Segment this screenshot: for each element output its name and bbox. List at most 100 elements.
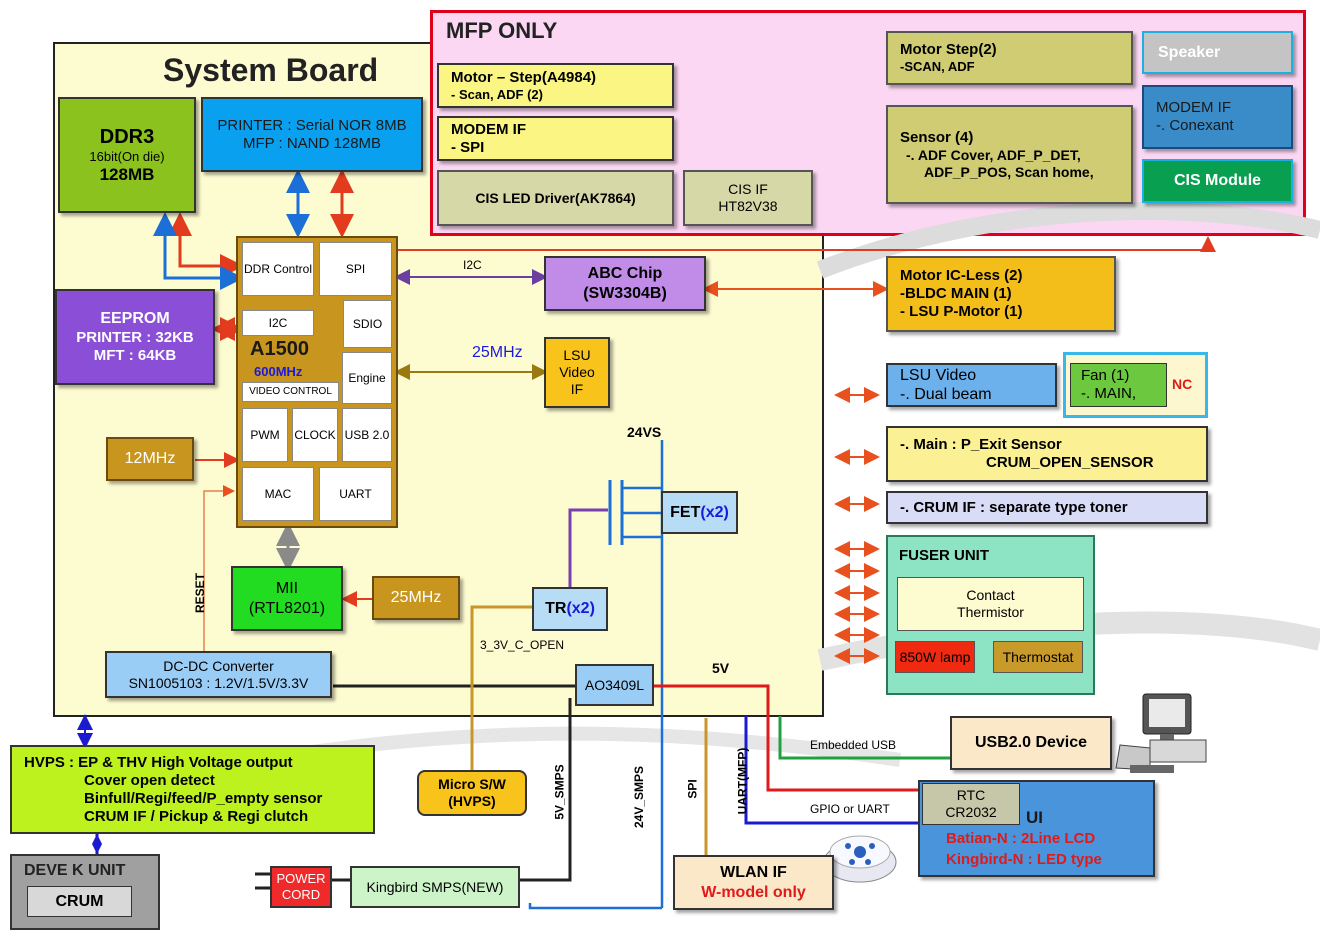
vs24-label: 24VS xyxy=(627,424,662,440)
soc-ddr-control: DDR Control xyxy=(242,242,314,296)
soc-spi: SPI xyxy=(319,242,392,296)
wlan-sub: W-model only xyxy=(701,883,806,901)
wlan-title: WLAN IF xyxy=(720,864,787,882)
soc-sdio: SDIO xyxy=(343,300,392,348)
mfp-sensor-line3: ADF_P_POS, Scan home, xyxy=(924,163,1094,180)
flash-block: PRINTER : Serial NOR 8MB MFP : NAND 128M… xyxy=(201,97,423,172)
mfp-modem-r-sub: -. Conexant xyxy=(1156,117,1234,134)
power-cord-line2: CORD xyxy=(281,887,321,902)
rtc-part: CR2032 xyxy=(945,804,997,820)
flash-printer: PRINTER : Serial NOR 8MB xyxy=(217,116,407,134)
mfp-modem-if-conexant: MODEM IF -. Conexant xyxy=(1142,85,1293,149)
hvps-block: HVPS : EP & THV High Voltage output Cove… xyxy=(10,745,375,834)
mfp-sensor-title: Sensor (4) xyxy=(900,128,974,146)
ui-batian: Batian-N : 2Line LCD xyxy=(946,830,1096,847)
mfp-speaker: Speaker xyxy=(1142,31,1293,74)
mfp-motor-step: Motor – Step(A4984) - Scan, ADF (2) xyxy=(437,63,674,108)
thermistor-line2: Thermistor xyxy=(957,604,1024,620)
hvps-line4: CRUM IF / Pickup & Regi clutch xyxy=(84,807,309,825)
rtc-block: RTC CR2032 xyxy=(922,783,1020,825)
mfp-motor-step2-sub: -SCAN, ADF xyxy=(900,59,975,75)
wlan-if: WLAN IF W-model only xyxy=(673,855,834,910)
main-sensor-block: -. Main : P_Exit Sensor CRUM_OPEN_SENSOR xyxy=(886,426,1208,482)
hvps-line3: Binfull/Regi/feed/P_empty sensor xyxy=(84,789,323,807)
contact-thermistor: Contact Thermistor xyxy=(897,577,1084,631)
soc-frequency: 600MHz xyxy=(254,364,303,379)
mii-label: MII xyxy=(275,580,299,598)
mii-clock-25mhz: 25MHz xyxy=(372,576,460,620)
thermistor-line1: Contact xyxy=(966,587,1015,604)
dcdc-label: DC-DC Converter xyxy=(163,657,274,674)
mfp-sensor: Sensor (4) -. ADF Cover, ADF_P_DET, ADF_… xyxy=(886,105,1133,204)
mfp-motor-step-2: Motor Step(2) -SCAN, ADF xyxy=(886,31,1133,85)
tr-block: TR(x2) xyxy=(532,587,608,631)
fan-nc-label: NC xyxy=(1172,376,1193,392)
gpio-uart-label: GPIO or UART xyxy=(810,802,890,816)
rtc-label: RTC xyxy=(956,787,986,804)
flash-mfp: MFP : NAND 128MB xyxy=(242,134,382,152)
fet-label: FET xyxy=(670,503,701,521)
soc-name: A1500 xyxy=(250,338,309,360)
tr-count: (x2) xyxy=(566,600,595,618)
soc-mac: MAC xyxy=(242,467,314,521)
eeprom-printer: PRINTER : 32KB xyxy=(76,328,194,346)
ui-title: UI xyxy=(1026,808,1043,827)
motor-icless-line2: -BLDC MAIN (1) xyxy=(900,285,1012,302)
micro-switch: Micro S/W (HVPS) xyxy=(417,770,527,816)
motor-ic-less: Motor IC-Less (2) -BLDC MAIN (1) - LSU P… xyxy=(886,256,1116,332)
i2c-bus-label: I2C xyxy=(463,258,482,272)
soc-i2c: I2C xyxy=(242,310,314,336)
fan-block: Fan (1) -. MAIN, xyxy=(1070,363,1167,407)
main-sensor-line1: -. Main : P_Exit Sensor xyxy=(900,436,1062,453)
ui-kingbird: Kingbird-N : LED type xyxy=(946,851,1102,868)
soc-engine: Engine xyxy=(342,352,392,404)
mfp-cis-led-driver: CIS LED Driver(AK7864) xyxy=(437,170,674,226)
clock-12mhz: 12MHz xyxy=(106,437,194,481)
lsu-video-if: LSU Video IF xyxy=(544,337,610,408)
dcdc-part: SN1005103 : 1.2V/1.5V/3.3V xyxy=(128,674,309,691)
power-cord-line1: POWER xyxy=(276,871,326,887)
eeprom-block: EEPROM PRINTER : 32KB MFT : 64KB xyxy=(55,289,215,385)
mfp-modem-if-title: MODEM IF xyxy=(451,120,526,138)
ddr3-block: DDR3 16bit(On die) 128MB xyxy=(58,97,196,213)
ao3409l-block: AO3409L xyxy=(575,664,654,706)
system-board-title: System Board xyxy=(163,52,379,88)
soc-video-control: VIDEO CONTROL xyxy=(242,382,339,402)
v5-smps-label: 5V_SMPS xyxy=(552,764,567,820)
abc-part: (SW3304B) xyxy=(583,284,667,302)
mfp-motor-step2-title: Motor Step(2) xyxy=(900,41,997,59)
lsu-video-sub: -. Dual beam xyxy=(900,386,992,403)
embedded-usb-label: Embedded USB xyxy=(810,738,897,752)
soc-usb: USB 2.0 xyxy=(342,408,392,462)
lsu-video-title: LSU Video xyxy=(900,366,977,384)
main-sensor-line2: CRUM_OPEN_SENSOR xyxy=(986,454,1154,471)
lsu-video-block: LSU Video -. Dual beam xyxy=(886,363,1057,407)
soc-pwm: PWM xyxy=(242,408,288,462)
hvps-line1: HVPS : EP & THV High Voltage output xyxy=(24,753,293,771)
lsu-clock-25mhz: 25MHz xyxy=(472,344,523,361)
crum-if-block: -. CRUM IF : separate type toner xyxy=(886,491,1208,524)
usb-device: USB2.0 Device xyxy=(950,716,1112,770)
lsu-if-line2: Video xyxy=(559,364,595,381)
mfp-modem-r-title: MODEM IF xyxy=(1156,99,1231,116)
mfp-cis-module: CIS Module xyxy=(1142,159,1293,203)
mfp-only-title: MFP ONLY xyxy=(446,18,558,43)
motor-icless-title: Motor IC-Less (2) xyxy=(900,267,1023,284)
lsu-if-line3: IF xyxy=(570,380,584,397)
mfp-cis-if-title: CIS IF xyxy=(728,181,768,198)
ddr3-label: DDR3 xyxy=(99,126,155,148)
reset-label: RESET xyxy=(193,572,208,614)
spi-wire-label: SPI xyxy=(685,779,700,799)
eeprom-label: EEPROM xyxy=(100,310,170,328)
abc-label: ABC Chip xyxy=(587,265,663,283)
mfp-modem-if: MODEM IF - SPI xyxy=(437,116,674,161)
fan-title: Fan (1) xyxy=(1081,367,1130,384)
ddr3-width: 16bit(On die) xyxy=(89,149,165,164)
kingbird-smps: Kingbird SMPS(NEW) xyxy=(350,866,520,908)
fet-block: FET(x2) xyxy=(661,491,738,534)
v5-label: 5V xyxy=(712,660,730,676)
soc-clock: CLOCK xyxy=(292,408,338,462)
mfp-motor-step-title: Motor – Step(A4984) xyxy=(451,68,597,86)
ddr3-size: 128MB xyxy=(99,164,155,184)
mfp-sensor-line2: -. ADF Cover, ADF_P_DET, xyxy=(906,146,1081,163)
